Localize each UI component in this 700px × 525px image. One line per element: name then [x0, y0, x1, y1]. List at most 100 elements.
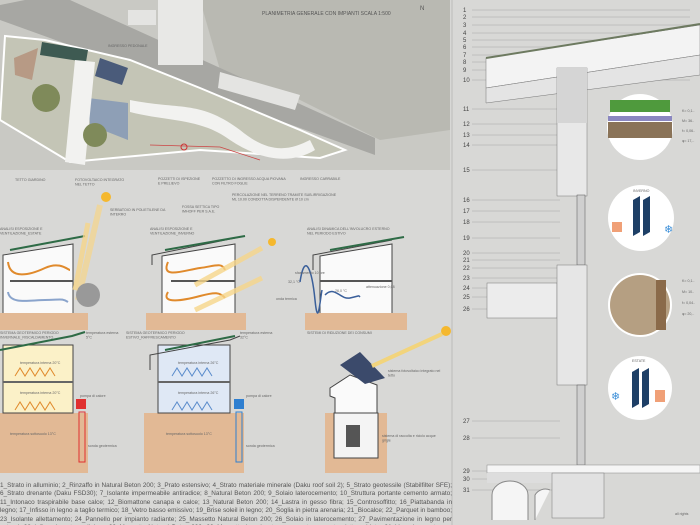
window-frame: [576, 384, 586, 466]
callout-number: 22: [463, 266, 470, 272]
callout-number: 19: [463, 236, 470, 242]
airflow-warm: [165, 291, 226, 302]
wall-insulation: [557, 68, 587, 123]
green-roof-building: [40, 42, 88, 62]
heat-pump-icon: [234, 399, 244, 409]
callout-number: 31: [463, 488, 470, 494]
callout-number: 25: [463, 295, 470, 301]
winter-glazing-detail: ❄ INVERNO: [608, 185, 674, 251]
driveway: [130, 100, 315, 159]
sun-ray: [371, 332, 443, 368]
wall-m: M= 10..: [682, 290, 694, 294]
house-cooled: [157, 344, 231, 414]
glass-pane: [642, 368, 649, 408]
callout-number: 21: [463, 258, 470, 264]
note-inner-temp: 26,0 °C: [335, 289, 347, 293]
ground: [0, 413, 88, 473]
building-block: [128, 10, 156, 25]
wall-phi: φ= 20,..: [682, 312, 694, 316]
existing-building: [14, 48, 38, 80]
tree: [76, 283, 100, 307]
pv-roof: [95, 58, 128, 85]
note-int-temp: temperatura interna 26°C: [178, 361, 219, 365]
north-arrow: N: [420, 6, 424, 12]
note-attenuation: attenuazione 0,08: [366, 285, 395, 289]
roof-phi: φ= 17,..: [682, 139, 694, 143]
green-roof-layer: [485, 23, 700, 59]
radiant-heating: [14, 367, 56, 411]
house-section: [319, 243, 393, 313]
glass-pane: [643, 196, 650, 236]
house-section: [161, 243, 236, 313]
surrounding-area: [200, 0, 450, 140]
road: [0, 0, 375, 155]
callout-number: 30: [463, 477, 470, 483]
diagram-title: SISTEMI DI RIDUZIONE DEI CONSUMI: [307, 331, 372, 335]
note-int-temp: temperatura interna 20°C: [20, 391, 61, 395]
house-heated: [2, 344, 74, 414]
screed: [487, 473, 552, 483]
label-car-entrance: INGRESSO CARRABILE: [300, 177, 341, 181]
note-heat-pump: pompa di calore: [80, 394, 106, 398]
green-roof: [9, 235, 86, 251]
callout-number: 26: [463, 307, 470, 313]
tree: [83, 123, 107, 147]
ground: [0, 313, 88, 330]
label-green-roof: TETTO GIARDINO: [15, 178, 46, 182]
sun-icon: [441, 326, 451, 336]
airflow-warm: [165, 261, 226, 274]
roof-k: K= 0,1..: [682, 109, 695, 113]
sun-ray: [75, 204, 103, 301]
sun-icon: [101, 192, 111, 202]
note-ground-temp: temperatura sottosuolo 13°C: [166, 432, 212, 436]
wall-k: K= 0,1..: [682, 279, 695, 283]
note-probe: sonda geotermica: [246, 444, 275, 448]
ground-floor: [486, 464, 700, 474]
construction-section: 1234567891011121314151617181920212223242…: [451, 0, 700, 525]
callout-number: 8: [463, 60, 467, 66]
thermal-wave-inner: [324, 290, 361, 299]
hemp-brick-detail: [608, 273, 672, 337]
lower-wall: [556, 264, 588, 386]
winter-label: INVERNO: [633, 189, 650, 193]
airflow-warm: [7, 261, 71, 276]
summer-label: ESTATE: [632, 359, 646, 363]
callout-number: 5: [463, 38, 467, 44]
snowflake-icon: ❄: [611, 391, 620, 403]
note-probe: sonda geotermica: [88, 444, 117, 448]
green-roof-detail: [607, 94, 673, 160]
callout-number: 10: [463, 78, 470, 84]
pool: [88, 98, 128, 140]
sun-ray: [193, 245, 264, 313]
callout-number: 18: [463, 220, 470, 226]
snowflake-icon: ❄: [664, 224, 673, 236]
siteplan-title: PLANIMETRIA GENERALE CON IMPIANTI SCALA …: [262, 11, 391, 17]
water-tank: [346, 425, 360, 447]
callout-number: 6: [463, 45, 467, 51]
sun-icon: [268, 238, 276, 246]
green-roof: [329, 236, 405, 251]
callout-number: 2: [463, 15, 467, 21]
house-section: [2, 243, 74, 313]
airflow-cool: [7, 291, 69, 303]
callout-number: 4: [463, 31, 467, 37]
foundation: [551, 472, 605, 519]
ground: [144, 413, 244, 473]
note-int-temp: temperatura interna 26°C: [178, 391, 219, 395]
wall-f: f= 0,04..: [682, 301, 695, 305]
callout-number: 9: [463, 68, 467, 74]
detail-circle: [608, 185, 674, 251]
